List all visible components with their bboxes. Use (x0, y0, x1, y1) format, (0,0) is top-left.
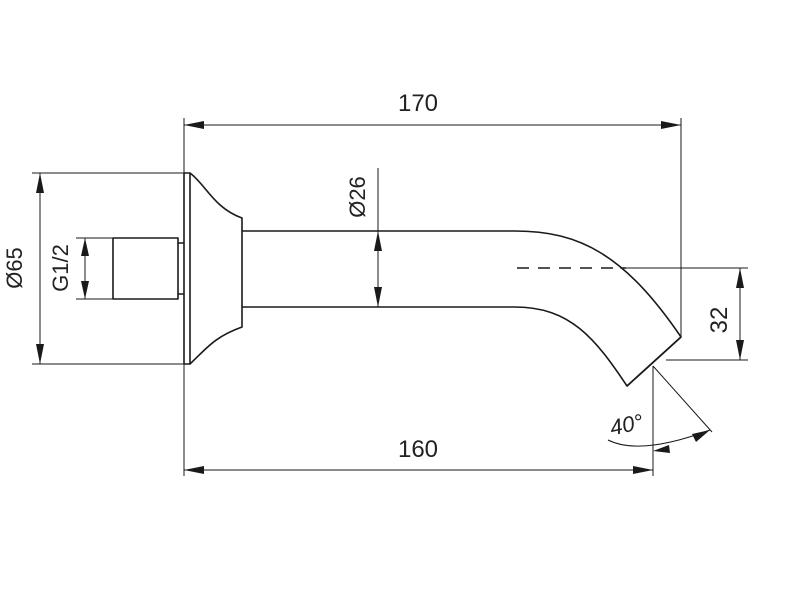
dimension-outlet-offset: 32 (706, 268, 744, 360)
wall-flange (183, 172, 243, 365)
dimension-outlet-angle-label: 40° (608, 409, 646, 440)
extension-lines (32, 118, 748, 476)
dimension-outlet-offset-label: 32 (706, 307, 733, 334)
dimension-flange-diameter: Ø65 (2, 173, 44, 364)
dimension-160-label: 160 (398, 436, 438, 463)
dimension-160: 160 (184, 436, 653, 474)
dimension-outlet-angle: 40° (608, 409, 711, 453)
dimension-spout-diameter: Ø26 (345, 168, 382, 307)
spout-outline (112, 172, 682, 387)
thread-connector (112, 237, 184, 300)
dimension-170: 170 (184, 90, 681, 129)
spout-body (242, 230, 682, 387)
dimension-flange-diameter-label: Ø65 (2, 247, 27, 289)
dimension-thread-label: G1/2 (48, 244, 73, 292)
dimension-thread: G1/2 (48, 238, 89, 299)
dimension-170-label: 170 (398, 90, 438, 117)
dimension-spout-diameter-label: Ø26 (345, 176, 370, 218)
spout-tip-face (626, 336, 682, 387)
